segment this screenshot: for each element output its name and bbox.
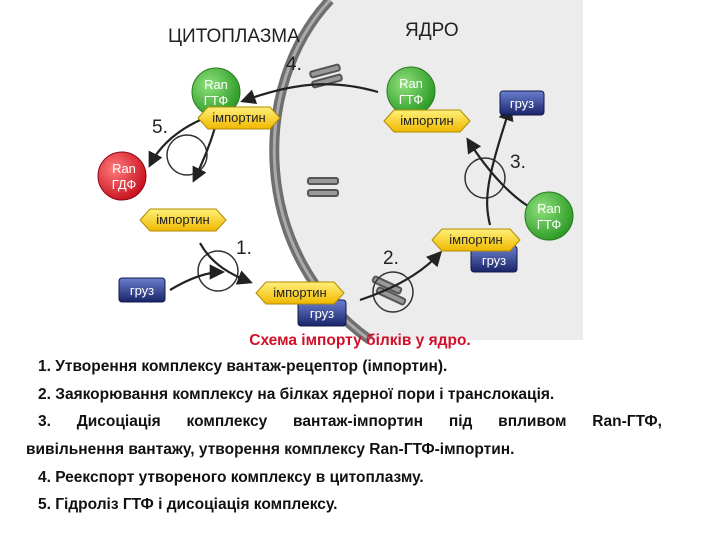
step-number-1: 1.	[236, 238, 252, 259]
nucleus-label: ЯДРО	[405, 20, 459, 41]
ran-gtp-cytoplasm: Ran ГТФ	[191, 67, 241, 117]
svg-text:ГТФ: ГТФ	[537, 217, 562, 232]
caption-step-4: 4. Реекспорт утвореного комплексу в цито…	[38, 469, 424, 486]
caption-step-3-line-2: вивільнення вантажу, утворення комплексу…	[26, 441, 515, 458]
nuclear-pore-bottom	[371, 275, 407, 306]
svg-text:ГДФ: ГДФ	[112, 177, 137, 192]
step-circles	[166, 134, 506, 313]
svg-text:Ran: Ran	[399, 76, 423, 91]
importin-with-ran-nucleus: імпортин	[383, 109, 471, 133]
svg-text:груз: груз	[510, 96, 534, 111]
step-number-2: 2.	[383, 248, 399, 269]
nuclear-import-diagram: ЦИТОПЛАЗМА ЯДРО 4. 5. 3. 1. 2. Ran ГТФ R…	[97, 0, 583, 345]
svg-text:імпортин: імпортин	[156, 212, 209, 227]
step-number-4: 4.	[286, 54, 302, 75]
cytoplasm-label: ЦИТОПЛАЗМА	[168, 26, 300, 47]
caption-step-1: 1. Утворення комплексу вантаж-рецептор (…	[38, 358, 448, 375]
importin-with-ran-cytoplasm: імпортин	[197, 106, 281, 130]
cargo-in-complex-cytoplasm: груз	[297, 299, 347, 327]
svg-text:Ran: Ran	[204, 77, 228, 92]
arrow-2-translocation	[359, 250, 443, 302]
ran-gtp-nucleus-top: Ran ГТФ	[386, 66, 436, 116]
cargo-nucleus-top: груз	[499, 90, 545, 116]
arrow-1-cargo-join	[169, 264, 226, 291]
svg-text:Ran: Ran	[112, 161, 136, 176]
step-number-3: 3.	[510, 152, 526, 173]
nuclear-pore-middle	[307, 177, 339, 197]
importin-cargo-complex-nucleus: імпортин	[431, 228, 521, 252]
importin-cargo-complex-cytoplasm: імпортин	[255, 281, 345, 305]
caption-step-3-line-1: 3. Дисоціація комплексу вантаж-імпортин …	[38, 413, 662, 430]
importin-free: імпортин	[139, 208, 227, 232]
ran-gtp-nucleus-right: Ran ГТФ	[524, 191, 574, 241]
svg-text:груз: груз	[482, 253, 506, 268]
caption-step-2: 2. Заякорювання комплексу на білках ядер…	[38, 386, 555, 403]
arrow-3-cargo-release	[486, 105, 514, 226]
step-number-5: 5.	[152, 117, 168, 138]
svg-text:ГТФ: ГТФ	[204, 93, 229, 108]
svg-text:імпортин: імпортин	[212, 110, 265, 125]
svg-text:груз: груз	[310, 306, 334, 321]
svg-text:імпортин: імпортин	[400, 113, 453, 128]
arrow-4-reexport	[240, 83, 379, 105]
cargo-in-complex-nucleus: груз	[470, 245, 518, 273]
caption-title: Схема імпорту білків у ядро.	[249, 332, 471, 349]
flow-arrows	[148, 83, 536, 302]
caption-step-5: 5. Гідроліз ГТФ і дисоціація комплексу.	[38, 496, 338, 513]
svg-text:Ran: Ran	[537, 201, 561, 216]
ran-gdp: Ran ГДФ	[97, 151, 147, 201]
svg-text:груз: груз	[130, 283, 154, 298]
svg-text:імпортин: імпортин	[449, 232, 502, 247]
svg-text:імпортин: імпортин	[273, 285, 326, 300]
svg-text:ГТФ: ГТФ	[399, 92, 424, 107]
cargo-free: груз	[118, 277, 166, 303]
arrow-5-ran-gdp	[148, 116, 206, 168]
